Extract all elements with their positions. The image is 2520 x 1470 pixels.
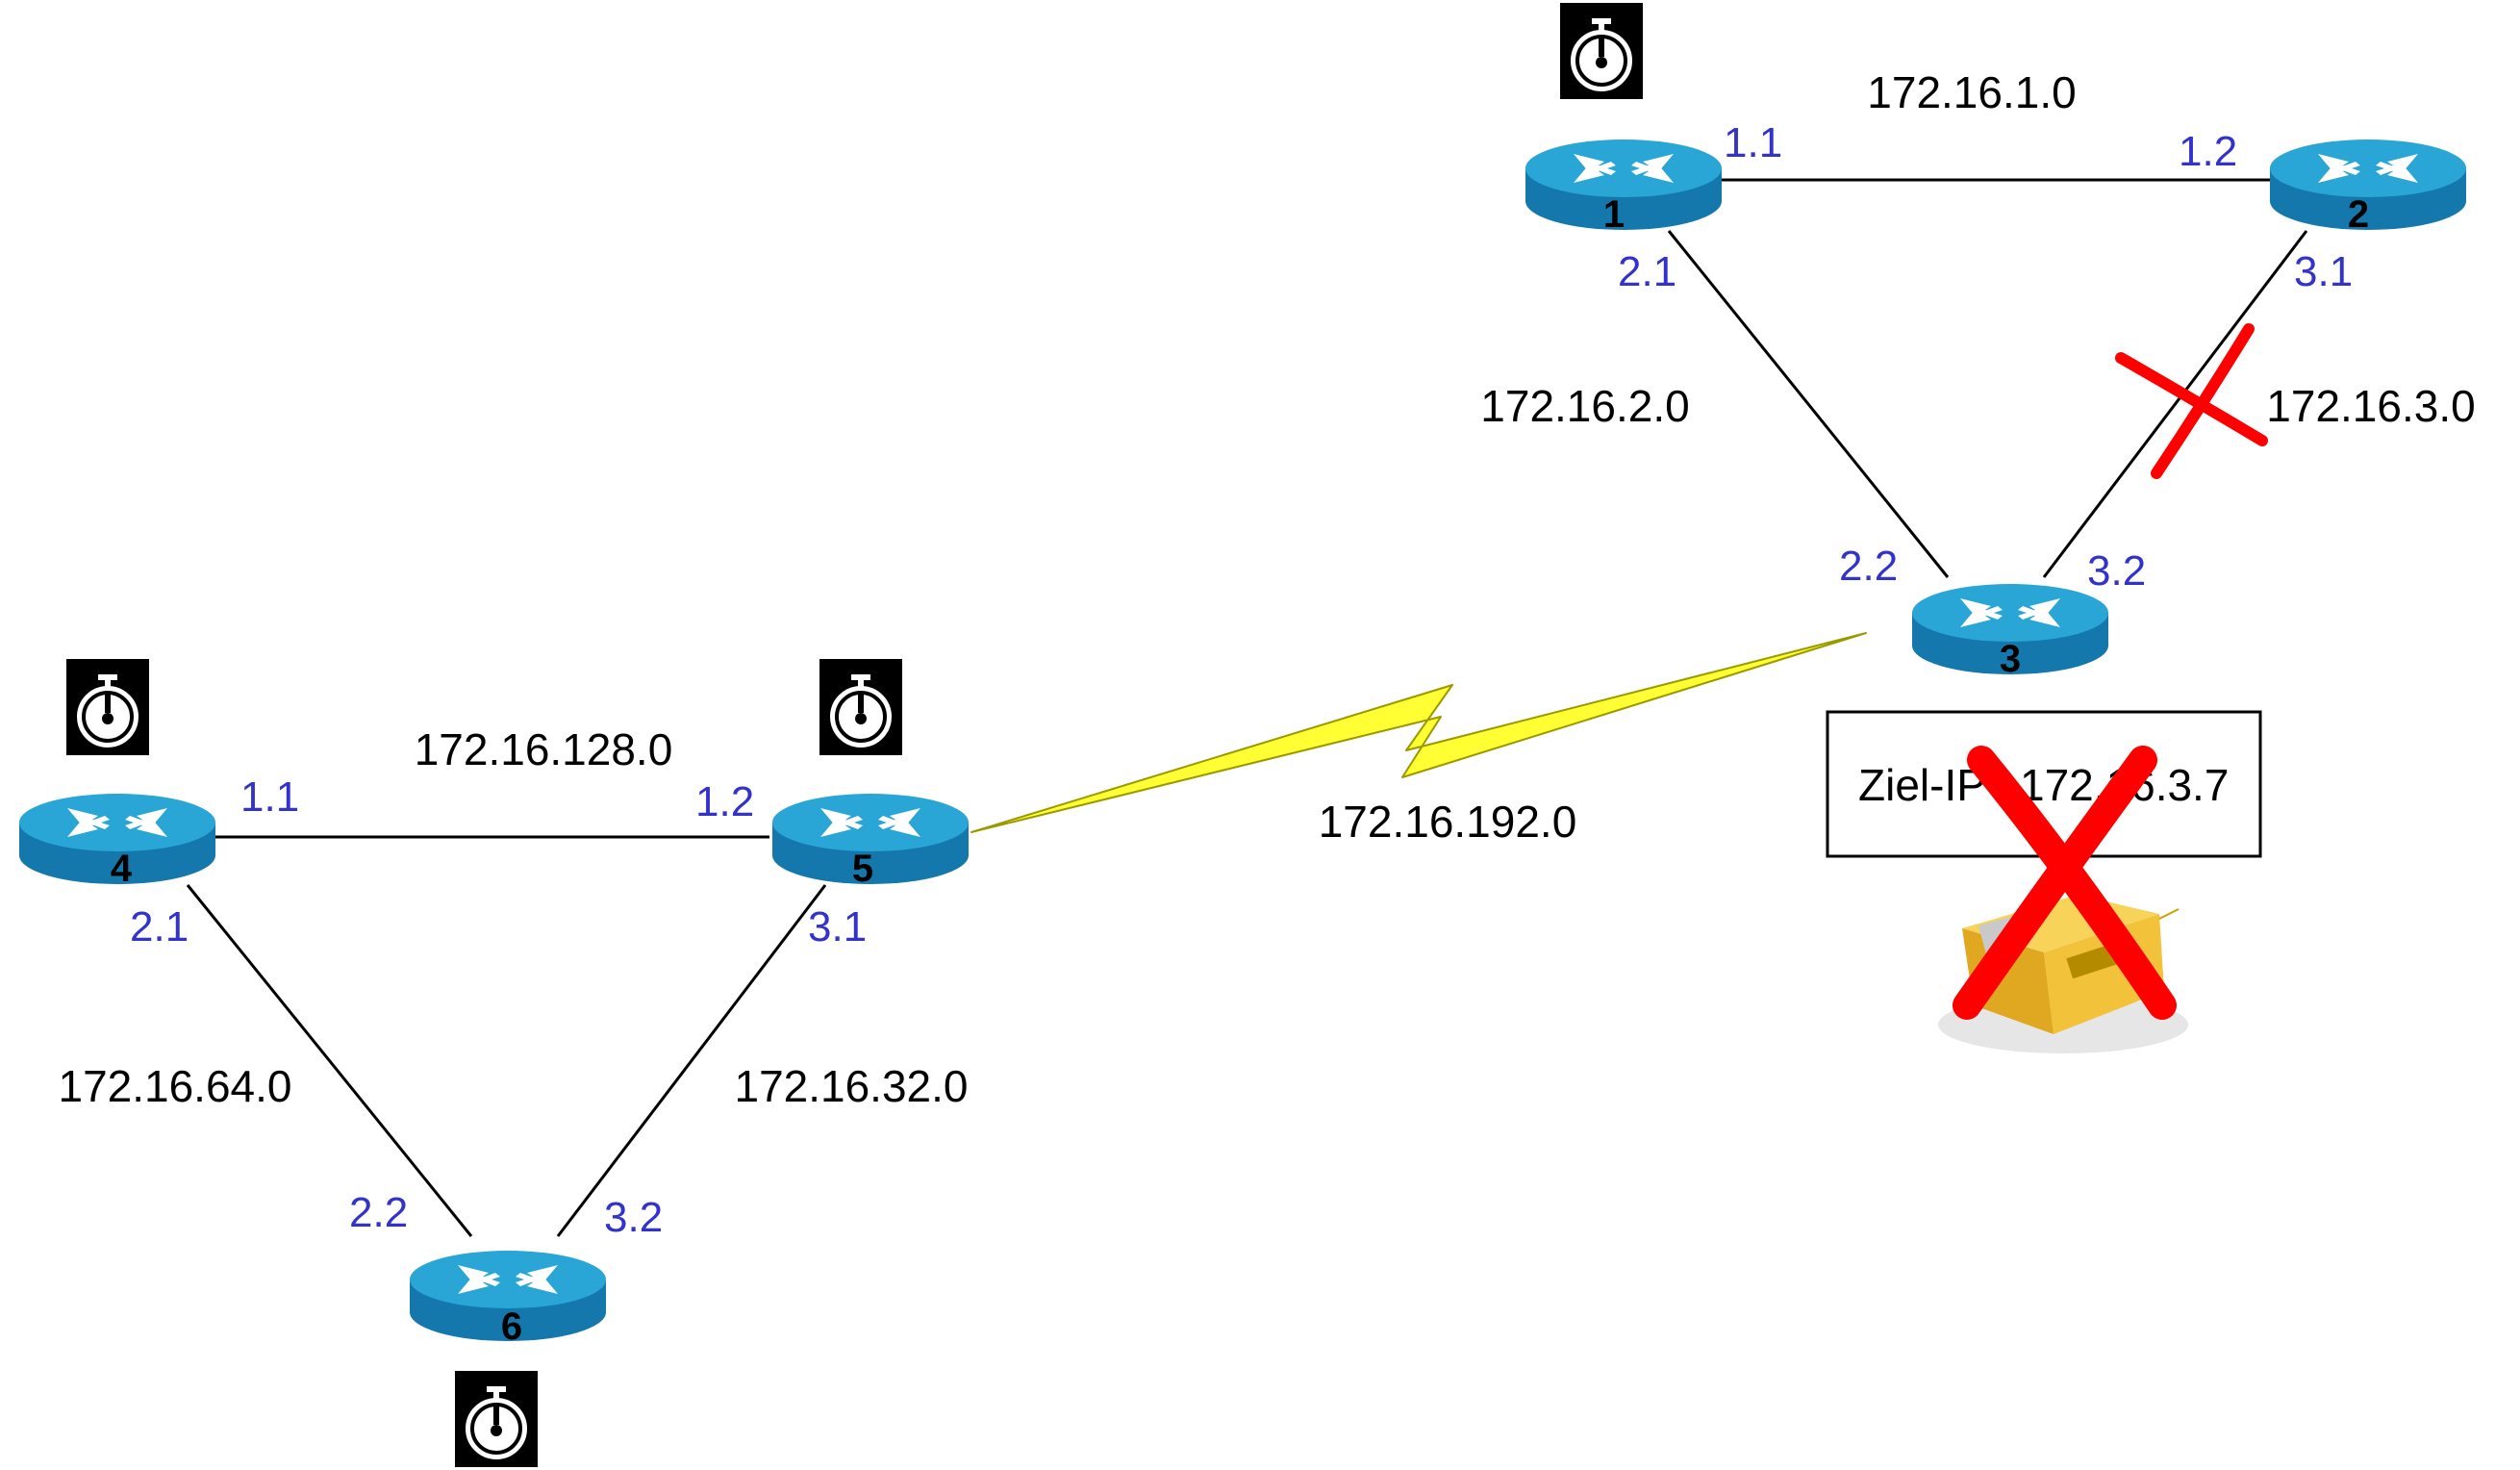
interface-label: 3.1	[2294, 248, 2353, 295]
interface-label: 3.2	[604, 1194, 663, 1241]
serial-link-r5-r3	[970, 632, 1867, 833]
dropped-packet-cross-icon	[1953, 746, 2177, 1020]
network-label: 172.16.192.0	[1319, 797, 1577, 847]
interface-label: 2.1	[1618, 248, 1676, 295]
router-number: 3	[2000, 638, 2021, 680]
destination-ip-label: Ziel-IP	[1858, 760, 1986, 810]
router-number: 2	[2348, 193, 2369, 236]
network-label: 172.16.2.0	[1480, 381, 1689, 431]
interface-label: 3.2	[2087, 547, 2146, 595]
interface-label: 1.2	[695, 778, 754, 825]
network-label: 172.16.128.0	[415, 724, 673, 774]
router-number: 1	[1603, 193, 1625, 236]
stopwatch-icon	[64, 657, 151, 757]
router-1[interactable]: 1	[1525, 139, 1722, 236]
router-number: 5	[852, 848, 873, 890]
stopwatch-icon	[818, 657, 904, 757]
interface-label: 2.1	[130, 903, 189, 950]
router-2[interactable]: 2	[2270, 139, 2466, 236]
router-6[interactable]: 6	[410, 1251, 606, 1348]
interface-label: 1.1	[1724, 119, 1782, 166]
router-number: 4	[111, 848, 133, 890]
link-r5-r6	[556, 884, 827, 1237]
router-3[interactable]: 3	[1912, 584, 2108, 680]
broken-link-cross-icon	[2115, 323, 2268, 479]
interface-label: 1.1	[240, 773, 299, 821]
network-label: 172.16.3.0	[2266, 381, 2475, 431]
router-4[interactable]: 4	[19, 794, 215, 890]
link-r2-r3	[2042, 230, 2308, 578]
interface-label: 2.2	[1839, 543, 1898, 590]
link-r1-r3	[1667, 230, 1950, 578]
network-label: 172.16.1.0	[1867, 67, 2076, 117]
network-label: 172.16.64.0	[58, 1061, 291, 1111]
stopwatch-icon	[1558, 1, 1645, 101]
interface-label: 1.2	[2179, 128, 2237, 175]
network-label: 172.16.32.0	[734, 1061, 968, 1111]
router-5[interactable]: 5	[772, 794, 969, 890]
interface-label: 2.2	[349, 1189, 408, 1236]
interface-label: 3.1	[808, 903, 867, 950]
stopwatch-icon	[453, 1369, 540, 1469]
router-number: 6	[501, 1305, 522, 1348]
link-r4-r6	[186, 884, 473, 1237]
